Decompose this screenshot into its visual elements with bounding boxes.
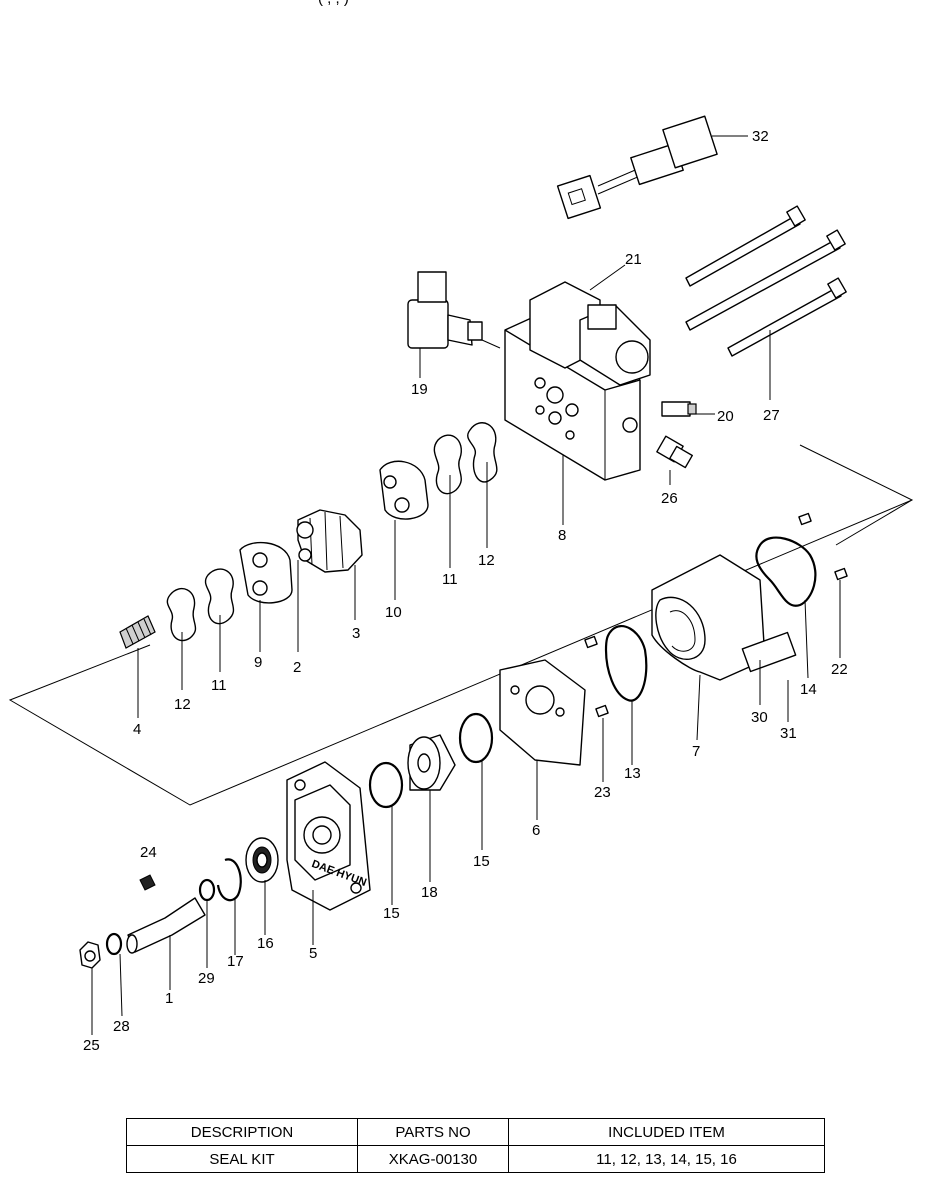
pin-top-right: [798, 512, 812, 526]
wire-harness-connector: [556, 115, 748, 220]
o-ring-15b: [368, 761, 404, 905]
rear-housing: [651, 554, 797, 741]
callout-26: 26: [661, 490, 678, 507]
washer-28: [105, 932, 123, 1017]
callout-3: 3: [352, 625, 360, 642]
bearing-18: [407, 734, 456, 882]
callout-2: 2: [293, 659, 301, 676]
solenoid-valve: [529, 264, 651, 386]
oil-seal-16: [245, 837, 279, 935]
cell-parts-no: XKAG-00130: [357, 1145, 509, 1173]
callout-25: 25: [83, 1037, 100, 1054]
header-included-item: INCLUDED ITEM: [508, 1118, 825, 1146]
assembly-outline-tick: [835, 499, 913, 546]
callout-21: 21: [625, 251, 642, 268]
table-header-row: DESCRIPTION PARTS NO INCLUDED ITEM: [126, 1118, 825, 1146]
callout-14: 14: [800, 681, 817, 698]
fitting-20: [661, 401, 715, 417]
screw-4: [119, 615, 156, 718]
bearing-block-9: [239, 541, 293, 652]
pin-23: [584, 635, 609, 782]
seal-lower: [204, 568, 235, 672]
callout-7: 7: [692, 743, 700, 760]
callout-17: 17: [227, 953, 244, 970]
callout-5: 5: [309, 945, 317, 962]
callout-15a: 15: [473, 853, 490, 870]
callout-12a: 12: [174, 696, 191, 713]
callout-4: 4: [133, 721, 141, 738]
header-fragment: ( , , ): [318, 0, 349, 7]
callout-11a: 11: [211, 677, 227, 694]
front-flange-housing: DAE HYUN: [286, 761, 371, 945]
drive-shaft: [126, 897, 206, 990]
gasket-upper: [467, 422, 498, 548]
callout-16: 16: [257, 935, 274, 952]
callout-27: 27: [763, 407, 780, 424]
pin-22: [834, 567, 848, 658]
solenoid-coil: [407, 271, 501, 378]
header-description: DESCRIPTION: [126, 1118, 358, 1146]
tie-bolts: [685, 205, 847, 400]
callout-11b: 11: [442, 571, 458, 588]
key-24: [139, 874, 156, 891]
callout-32: 32: [752, 128, 769, 145]
fitting-26: [656, 435, 693, 485]
gasket-lower: [166, 587, 197, 690]
callout-20: 20: [717, 408, 734, 425]
bearing-block-10: [379, 460, 429, 600]
callout-22: 22: [831, 661, 848, 678]
gear-set: [296, 509, 363, 652]
callout-15b: 15: [383, 905, 400, 922]
callout-23: 23: [594, 784, 611, 801]
callout-31: 31: [780, 725, 797, 742]
header-parts-no: PARTS NO: [357, 1118, 509, 1146]
o-ring-14: [755, 536, 817, 679]
callout-13: 13: [624, 765, 641, 782]
cell-description: SEAL KIT: [126, 1145, 358, 1173]
table-row: SEAL KIT XKAG-00130 11, 12, 13, 14, 15, …: [126, 1145, 825, 1173]
o-ring-15a: [458, 712, 494, 850]
callout-6: 6: [532, 822, 540, 839]
callout-24: 24: [140, 844, 157, 861]
seal-upper: [433, 434, 462, 568]
nut-25: [79, 941, 101, 1035]
callout-29: 29: [198, 970, 215, 987]
seal-kit-table: DESCRIPTION PARTS NO INCLUDED ITEM SEAL …: [126, 1118, 825, 1173]
cell-included-item: 11, 12, 13, 14, 15, 16: [508, 1145, 825, 1173]
ring-29: [198, 878, 216, 968]
callout-9: 9: [254, 654, 262, 671]
callout-12b: 12: [478, 552, 495, 569]
o-ring-13: [604, 625, 648, 765]
callout-30: 30: [751, 709, 768, 726]
snap-ring-17: [216, 858, 242, 955]
callout-8: 8: [558, 527, 566, 544]
callout-19: 19: [411, 381, 428, 398]
adapter-plate: [499, 659, 586, 820]
callout-28: 28: [113, 1018, 130, 1035]
callout-10: 10: [385, 604, 402, 621]
callout-18: 18: [421, 884, 438, 901]
callout-1: 1: [165, 990, 173, 1007]
assembly-outline: [8, 444, 914, 806]
